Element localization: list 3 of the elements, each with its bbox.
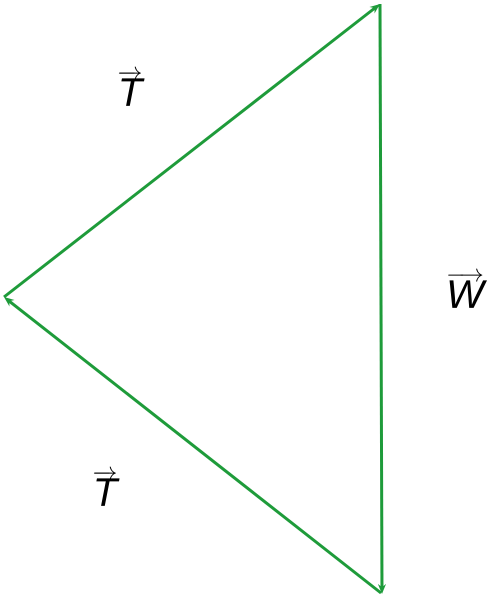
vector-label: $\overrightarrow{\textit{T}}$ (118, 66, 145, 106)
vector-label: $\overrightarrow{\textit{W}}$ (448, 268, 487, 308)
vector-label: $\overrightarrow{\textit{T}}$ (94, 466, 120, 506)
